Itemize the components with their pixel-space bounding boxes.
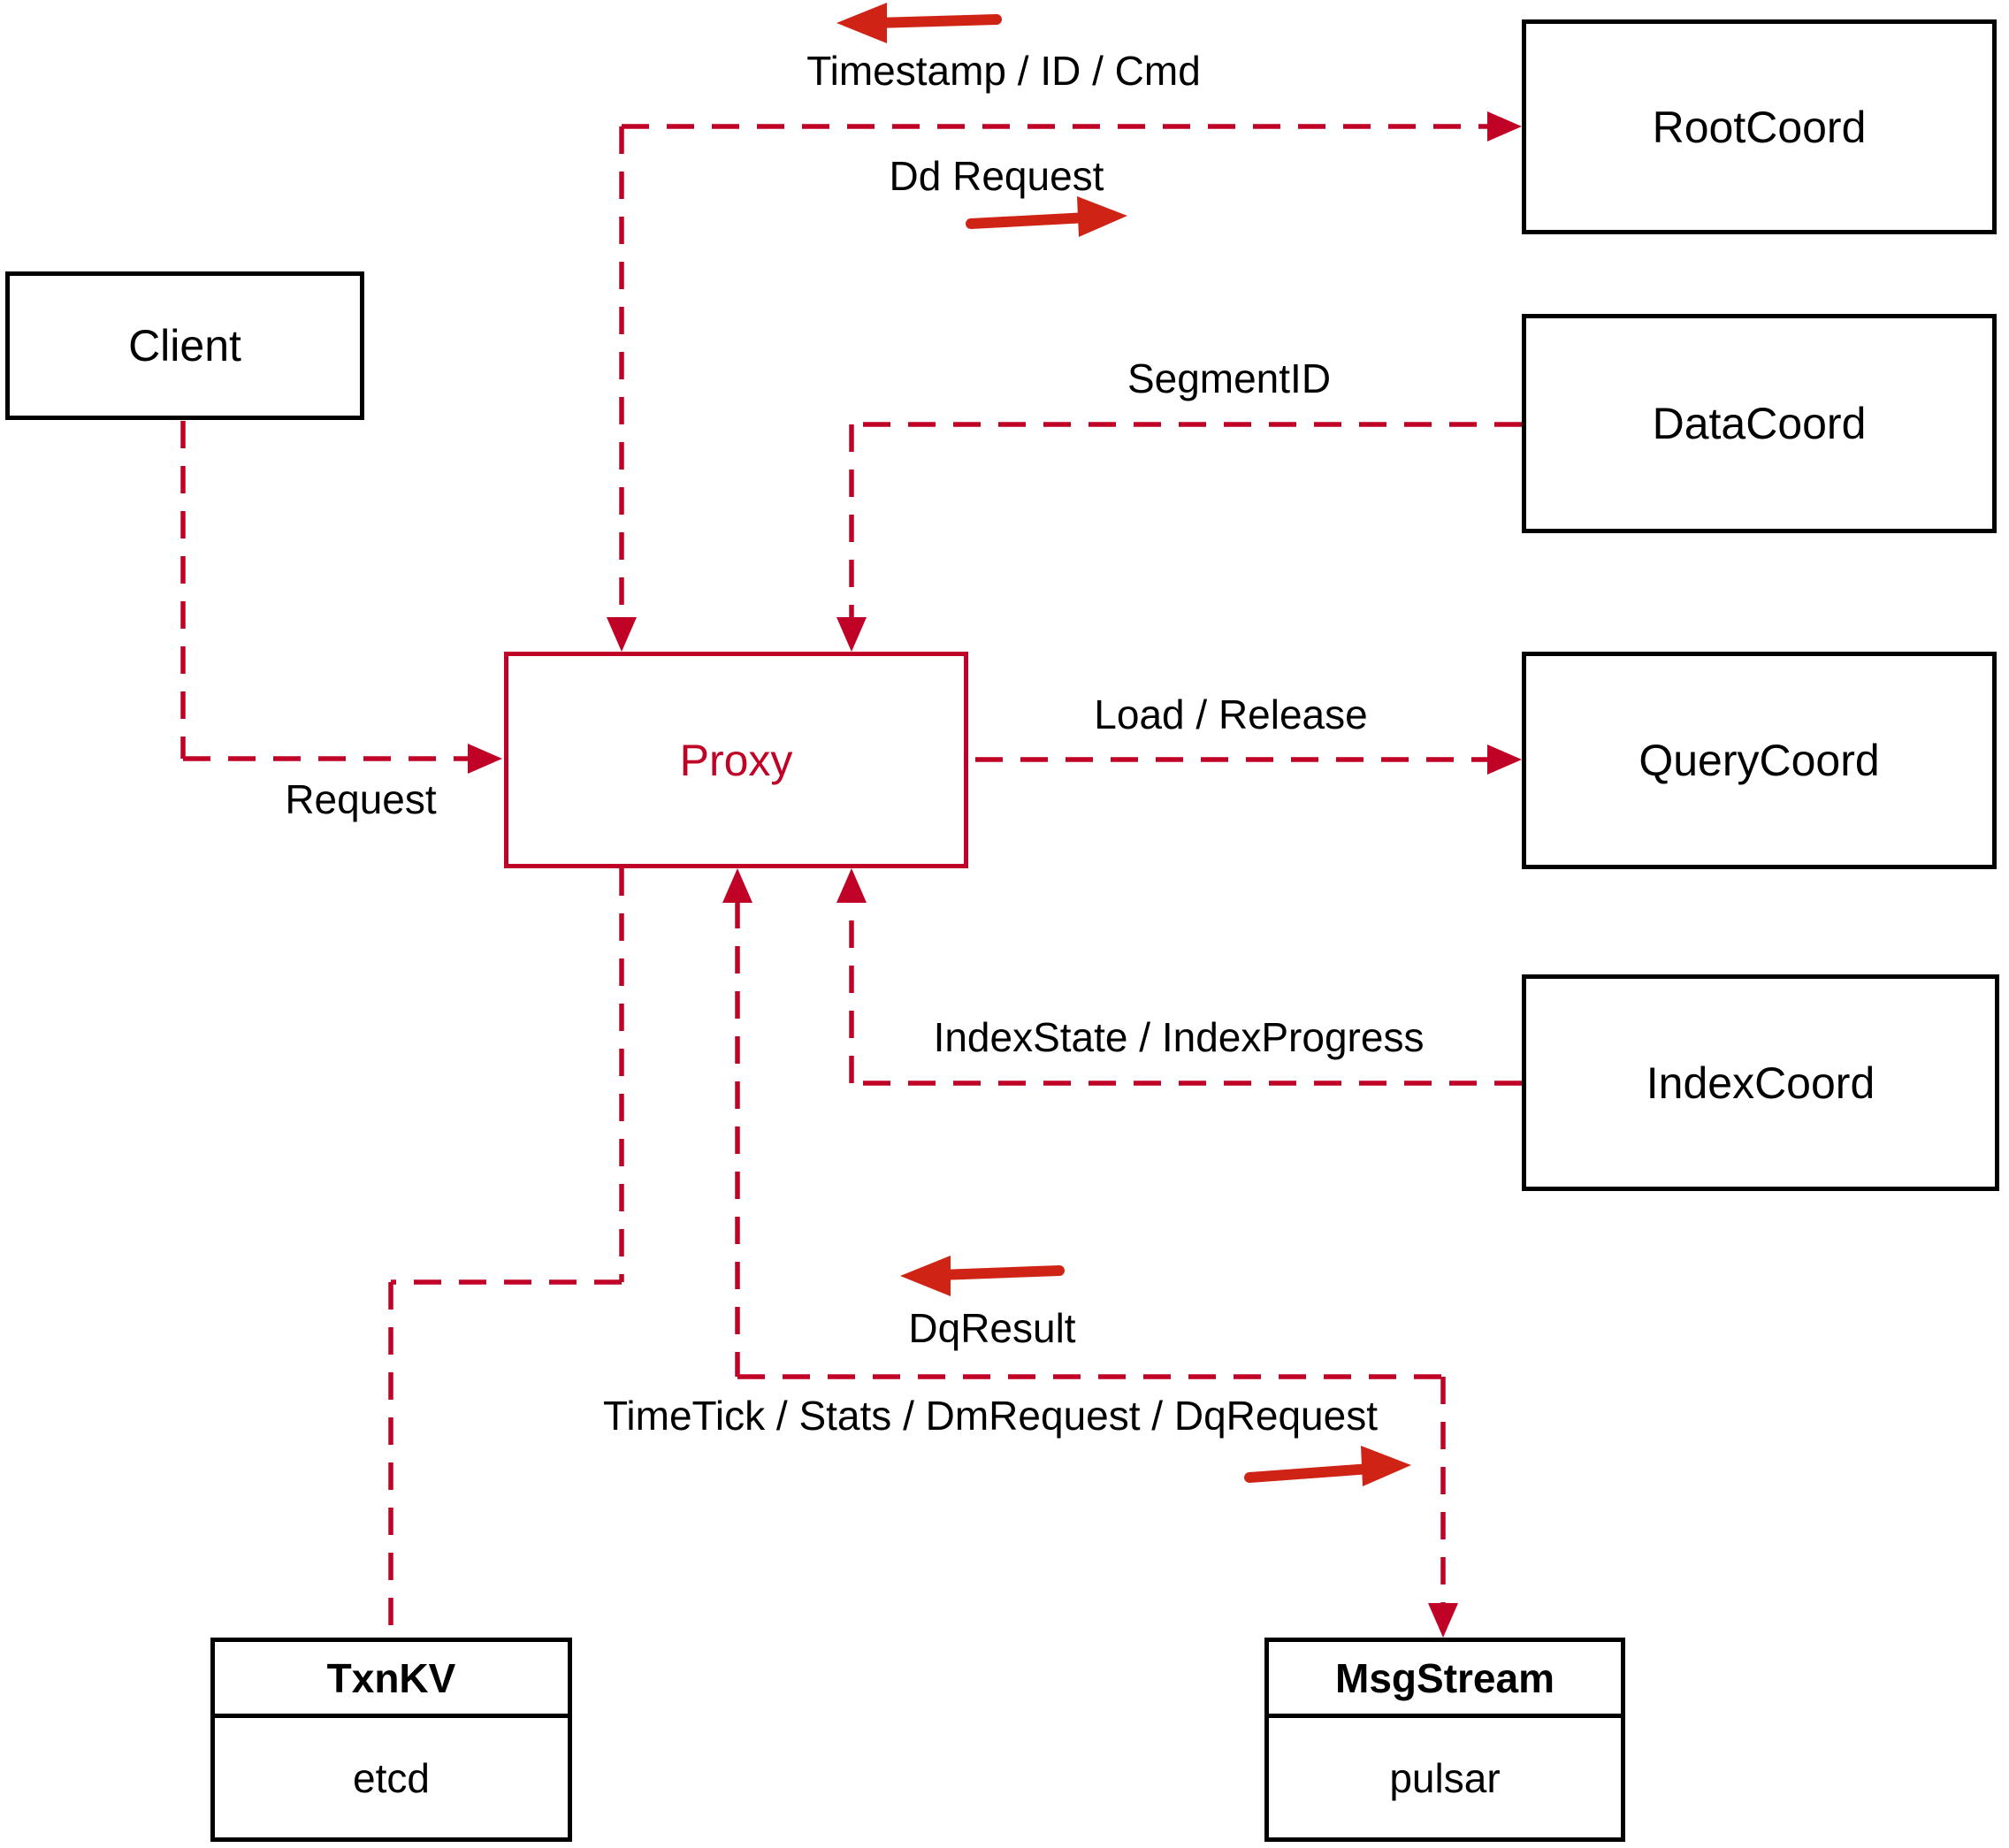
arrowhead-into-proxy-top-right [836, 617, 867, 652]
edge-label-timetick-stats: TimeTick / Stats / DmRequest / DqRequest [603, 1393, 1378, 1439]
annotation-arrow-timestamp-left [836, 3, 1002, 43]
annotation-arrow-dq-result-shaft [934, 1265, 1065, 1280]
annotation-arrow-timetick-head [1361, 1446, 1411, 1486]
arrowhead-into-proxy-bottom-right [836, 868, 867, 903]
arrowhead-into-proxy-left [468, 744, 502, 774]
node-rootcoord: RootCoord [1522, 19, 1997, 234]
node-client: Client [5, 271, 364, 420]
node-datacoord-label: DataCoord [1652, 399, 1867, 448]
node-indexcoord-label: IndexCoord [1646, 1058, 1875, 1108]
arrowhead-into-proxy-top-left [607, 617, 637, 652]
edge-datacoord-proxy [836, 422, 1522, 652]
node-msgstream-title: MsgStream [1269, 1642, 1621, 1718]
annotation-arrow-timetick-shaft [1244, 1463, 1376, 1483]
node-rootcoord-label: RootCoord [1652, 102, 1867, 152]
edge-label-load-release: Load / Release [1094, 691, 1368, 737]
annotation-arrow-timetick-right [1244, 1446, 1411, 1486]
annotation-arrow-dd-request-head [1077, 196, 1127, 237]
arrowhead-into-msgstream [1428, 1603, 1458, 1638]
node-txnkv-impl: etcd [353, 1754, 430, 1801]
edge-proxy-msgstream [722, 868, 1458, 1638]
arrowhead-into-proxy-bottom-left [722, 868, 752, 903]
node-msgstream: MsgStream pulsar [1264, 1638, 1625, 1842]
annotation-arrow-dd-request-right [966, 196, 1127, 237]
arrowhead-into-rootcoord [1487, 111, 1522, 141]
node-indexcoord: IndexCoord [1522, 974, 1999, 1191]
edge-label-request: Request [285, 776, 437, 822]
node-datacoord: DataCoord [1522, 314, 1997, 533]
annotation-arrow-dd-request-shaft [966, 212, 1093, 229]
edge-label-index-state: IndexState / IndexProgress [933, 1014, 1425, 1060]
edge-client-proxy [180, 421, 502, 774]
edge-label-timestamp-id-cmd: Timestamp / ID / Cmd [806, 48, 1201, 94]
annotation-arrow-timestamp-left-head [836, 3, 887, 43]
node-msgstream-impl: pulsar [1389, 1754, 1501, 1801]
edge-label-dd-request: Dd Request [889, 153, 1104, 199]
annotation-arrow-dq-result-head [900, 1256, 951, 1296]
node-txnkv-title: TxnKV [215, 1642, 568, 1718]
node-txnkv: TxnKV etcd [210, 1638, 572, 1842]
edge-label-segment-id: SegmentID [1127, 355, 1332, 401]
arrowhead-into-querycoord [1487, 745, 1522, 775]
node-querycoord-label: QueryCoord [1639, 736, 1880, 785]
node-client-label: Client [128, 321, 241, 370]
annotation-arrow-dq-result-left [900, 1256, 1065, 1296]
edge-proxy-txnkv [388, 868, 624, 1638]
edge-proxy-querycoord [975, 745, 1522, 775]
annotation-arrow-timestamp-left-shaft [870, 14, 1002, 28]
edge-label-dq-result: DqResult [908, 1305, 1076, 1351]
node-proxy: Proxy [504, 652, 968, 868]
node-querycoord: QueryCoord [1522, 652, 1997, 869]
node-proxy-label: Proxy [679, 735, 793, 785]
